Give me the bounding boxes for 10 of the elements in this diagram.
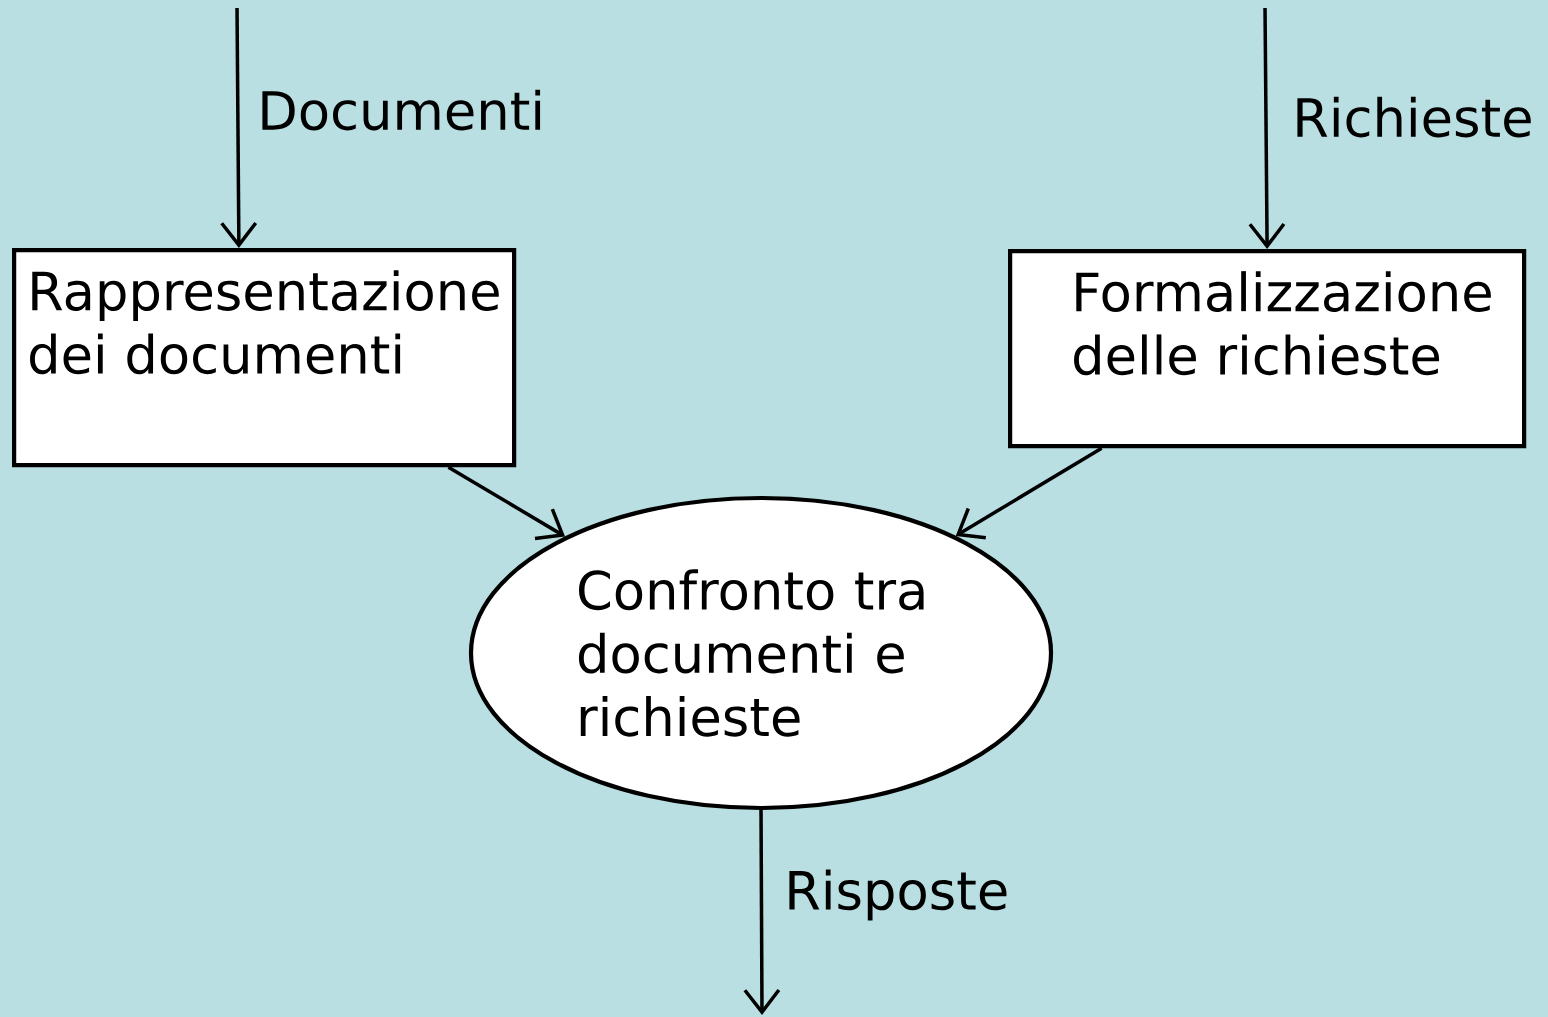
- edge-label: Richieste: [1297, 96, 1531, 138]
- arrow: [955, 446, 1103, 540]
- edge-label: Documenti: [262, 89, 541, 131]
- arrow: [743, 810, 781, 1015]
- arrow: [1248, 7, 1286, 249]
- arrow: [447, 465, 566, 541]
- arrow: [220, 7, 258, 248]
- process-box: Formalizzazione delle richieste: [1008, 249, 1527, 449]
- process-box: Rappresentazione dei documenti: [12, 248, 517, 468]
- edge-label: Risposte: [789, 869, 1007, 921]
